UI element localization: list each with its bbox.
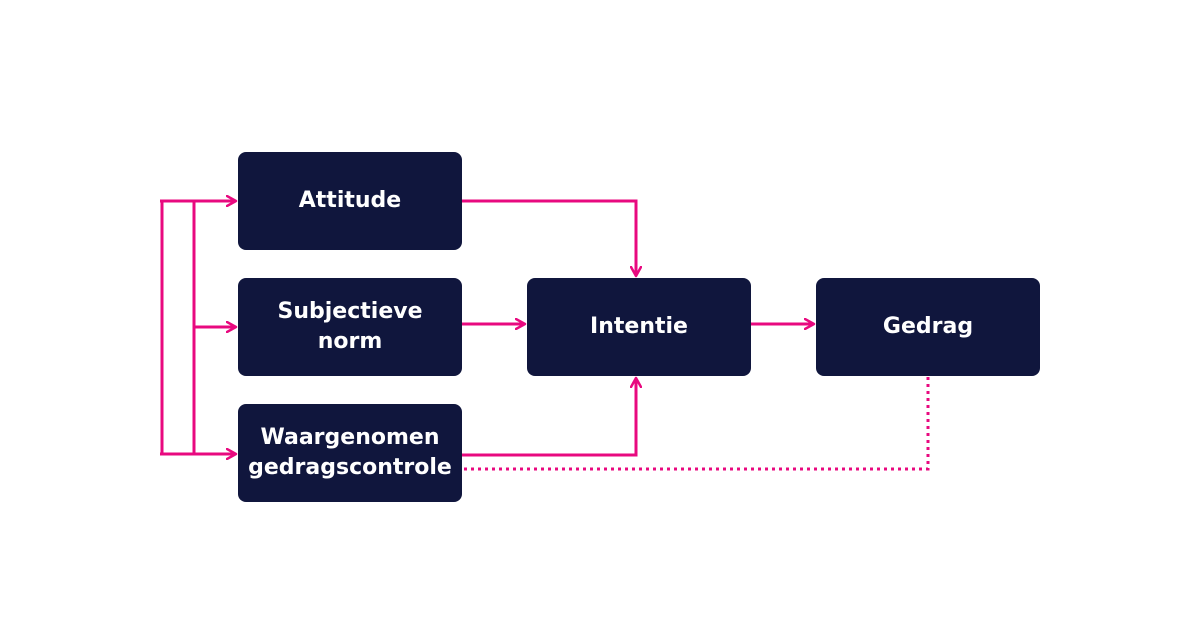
edge-gedrag-control-dotted xyxy=(462,377,930,471)
node-subjective-norm: Subjectieve norm xyxy=(238,278,462,376)
node-perceived-control: Waargenomen gedragscontrole xyxy=(238,404,462,502)
edge-attitude-intentie xyxy=(462,199,636,276)
edge-control-intentie xyxy=(462,378,636,457)
node-attitude: Attitude xyxy=(238,152,462,250)
node-behavior: Gedrag xyxy=(816,278,1040,376)
node-intention: Intentie xyxy=(527,278,751,376)
